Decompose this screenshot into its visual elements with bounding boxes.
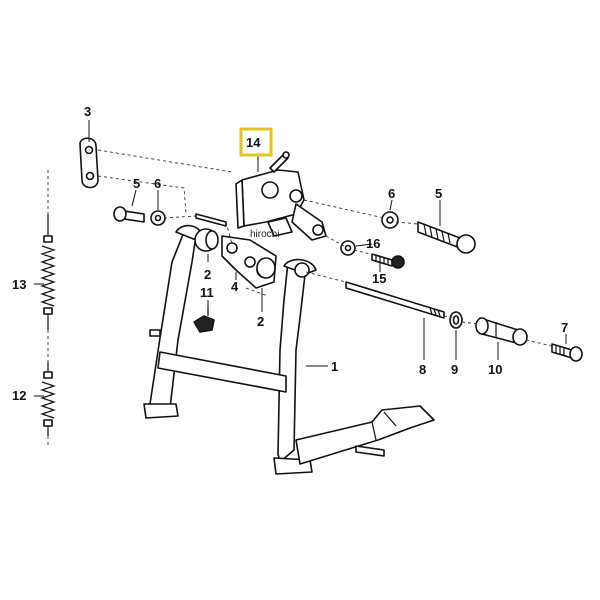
- callout-5-left: 5: [133, 176, 140, 191]
- right-bolt-assembly: [381, 211, 476, 254]
- callout-7: 7: [561, 320, 568, 335]
- highlight-box-14: [239, 127, 273, 157]
- callout-9: 9: [451, 362, 458, 377]
- washer-16: [340, 240, 356, 256]
- long-rod: [345, 281, 445, 319]
- callout-8: 8: [419, 362, 426, 377]
- callout-5-right: 5: [435, 186, 442, 201]
- bushing-left: [194, 228, 219, 252]
- bushing-right: [256, 257, 276, 279]
- screw-15: [371, 253, 405, 269]
- callout-6-right: 6: [388, 186, 395, 201]
- callout-11: 11: [200, 285, 214, 300]
- left-bolt-assembly: [113, 206, 227, 227]
- washer-9: [449, 311, 463, 329]
- callout-13: 13: [12, 277, 26, 292]
- callout-labels: 1 2 2 3 4 5 5 6 6 7 8 9 10 11 12 13 14 1…: [12, 104, 568, 403]
- callout-1: 1: [331, 359, 338, 374]
- link-plate: [79, 137, 99, 189]
- callout-16: 16: [366, 236, 380, 251]
- callout-14: 14: [246, 135, 261, 150]
- spring-upper: [40, 214, 56, 330]
- callout-4: 4: [231, 279, 239, 294]
- pivot-pin: [475, 317, 528, 346]
- spring-lower: [40, 362, 56, 436]
- bolt-7: [551, 343, 583, 362]
- callout-3: 3: [84, 104, 91, 119]
- callout-6-left: 6: [154, 176, 161, 191]
- assembly-lines: [47, 149, 553, 446]
- center-stand: [143, 224, 435, 475]
- callout-10: 10: [488, 362, 502, 377]
- bracket-assembly: [235, 151, 327, 241]
- leader-lines: [34, 120, 567, 397]
- watermark-text: hirochi: [250, 229, 279, 240]
- callout-12: 12: [12, 388, 26, 403]
- screw-11: [193, 306, 215, 333]
- callout-15: 15: [372, 271, 386, 286]
- callout-2-left: 2: [204, 267, 211, 282]
- callout-2-right: 2: [257, 314, 264, 329]
